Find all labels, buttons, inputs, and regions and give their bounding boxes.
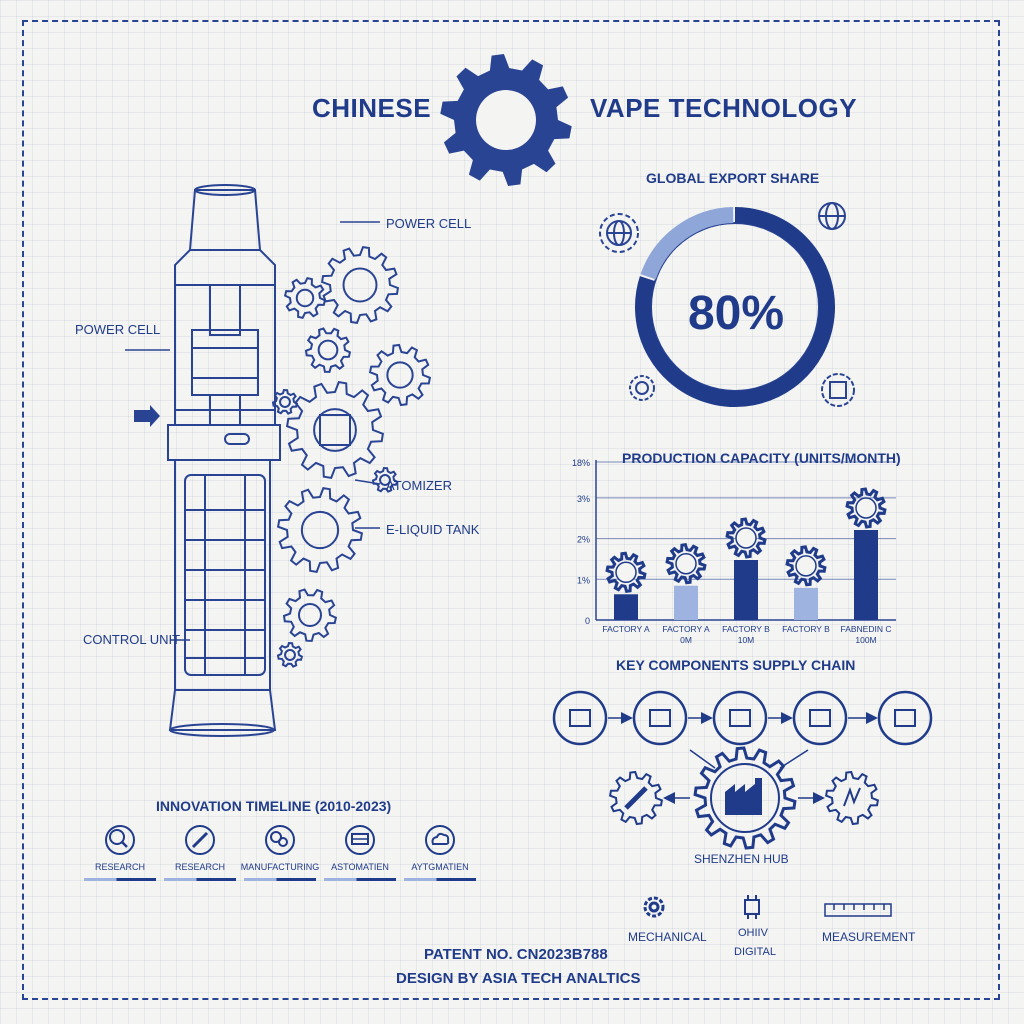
label-atomizer: ATOMIZER — [386, 478, 452, 493]
digital-chip-icon — [744, 895, 760, 919]
y-tick-label: 3% — [577, 494, 590, 504]
legend-digital-line1: OHIIV — [738, 927, 768, 939]
y-tick-label: 1% — [577, 575, 590, 585]
battery-icon — [552, 690, 608, 746]
timeline-item-label: MANUFACTURING — [240, 862, 320, 872]
y-tick-label: 2% — [577, 535, 590, 545]
supply-chain-diagram — [552, 690, 933, 850]
bar — [614, 594, 638, 620]
page-frame — [22, 20, 1000, 1000]
x-tick-label: 100M — [855, 635, 876, 645]
timeline-bar — [404, 878, 476, 881]
timeline-item: MANUFACTURING — [240, 822, 320, 892]
bar — [734, 560, 758, 620]
bar — [794, 587, 818, 620]
cart-icon — [345, 825, 375, 855]
title-right: VAPE TECHNOLOGY — [590, 93, 858, 123]
bar-gear-icon — [725, 517, 767, 559]
label-eliquid-tank: E-LIQUID TANK — [386, 522, 480, 537]
timeline-item: ASTOMATIEN — [320, 822, 400, 892]
timeline-bar — [84, 878, 156, 881]
label-power-cell-top: POWER CELL — [386, 216, 472, 231]
bar-gear-icon — [665, 543, 707, 585]
mechanical-gear-icon — [643, 896, 665, 918]
supply-chain-title: KEY COMPONENTS SUPPLY CHAIN — [616, 657, 856, 673]
bar — [854, 530, 878, 620]
timeline: RESEARCH RESEARCH MANUFACTURING ASTOMATIEN A… — [80, 822, 480, 892]
timeline-item-label: ASTOMATIEN — [331, 862, 389, 872]
mechanism-gears — [271, 245, 432, 668]
y-tick-label: 18% — [572, 458, 590, 468]
bar-gear-icon — [845, 487, 887, 529]
bar-gear-icon — [785, 545, 827, 587]
legend-mechanical: MECHANICAL — [628, 930, 707, 944]
legend-digital-line2: DIGITAL — [734, 946, 776, 958]
flow-line — [779, 749, 809, 769]
timeline-item: AYTGMATIEN — [400, 822, 480, 892]
export-share-title: GLOBAL EXPORT SHARE — [646, 170, 820, 186]
cell-icon — [632, 690, 688, 746]
x-tick-label: 10M — [738, 635, 755, 645]
legend-measurement: MEASUREMENT — [822, 930, 916, 944]
processor-icon — [792, 690, 848, 746]
gears-icon — [265, 825, 295, 855]
device-icon — [877, 690, 933, 746]
x-tick-label: FACTORY A — [662, 624, 710, 634]
ruler-icon — [824, 903, 892, 917]
bar-gear-icon — [605, 551, 647, 593]
x-tick-label: FABNEDIN C — [840, 624, 891, 634]
timeline-bar — [244, 878, 316, 881]
gear-icon — [440, 54, 572, 186]
factory-hub-icon — [693, 746, 797, 850]
timeline-item-label: RESEARCH — [174, 862, 225, 872]
design-credit: DESIGN BY ASIA TECH ANALTICS — [396, 970, 641, 987]
timeline-item-label: RESEARCH — [94, 862, 145, 872]
timeline-item: RESEARCH — [160, 822, 240, 892]
chip-icon — [712, 690, 768, 746]
timeline-title: INNOVATION TIMELINE (2010-2023) — [156, 798, 392, 814]
export-share-value: 80% — [687, 287, 785, 340]
export-share-donut — [635, 207, 835, 407]
cloud-icon — [425, 825, 455, 855]
x-tick-label: 0M — [680, 635, 692, 645]
magnifier-icon — [105, 825, 135, 855]
y-tick-label: 0 — [585, 616, 590, 626]
globe-icon — [818, 202, 846, 230]
globe-gear-icon — [599, 213, 639, 253]
hub-label: SHENZHEN HUB — [694, 852, 789, 866]
small-gear-icon — [629, 375, 655, 401]
x-tick-label: FACTORY A — [602, 624, 650, 634]
x-tick-label: FACTORY B — [722, 624, 770, 634]
title-left: CHINESE — [312, 93, 432, 123]
patent-number: PATENT NO. CN2023B788 — [424, 946, 608, 963]
chip-gear-icon — [821, 373, 855, 407]
timeline-bar — [324, 878, 396, 881]
timeline-item: RESEARCH — [80, 822, 160, 892]
label-power-cell-left: POWER CELL — [75, 322, 161, 337]
pen-icon — [185, 825, 215, 855]
timeline-item-label: AYTGMATIEN — [411, 862, 469, 872]
label-control-unit: CONTROL UNIT — [83, 632, 181, 647]
timeline-bar — [164, 878, 236, 881]
vape-pen-icon — [608, 770, 664, 826]
vape-device-drawing — [167, 184, 281, 737]
circuit-icon — [824, 770, 880, 826]
flow-line — [689, 749, 716, 769]
bar — [674, 585, 698, 620]
x-tick-label: FACTORY B — [782, 624, 830, 634]
